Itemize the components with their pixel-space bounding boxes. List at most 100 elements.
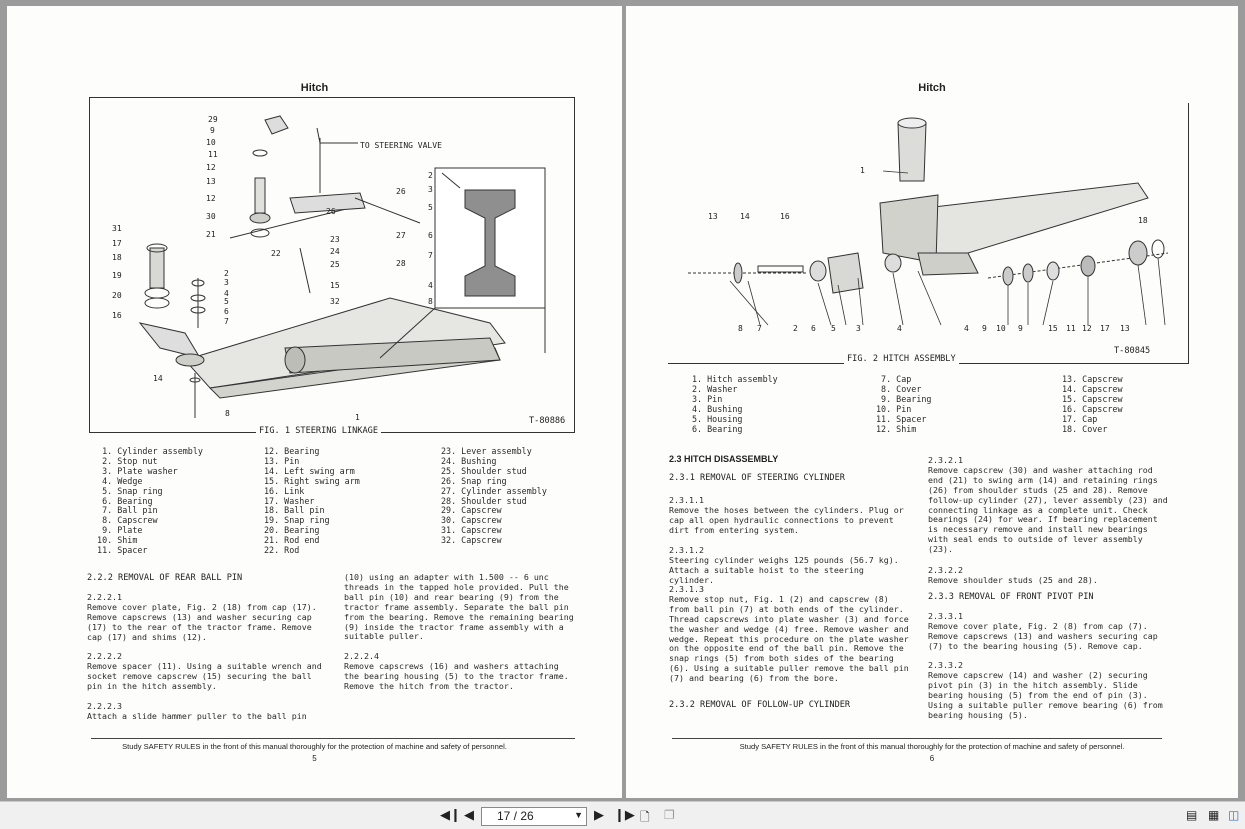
svg-text:18: 18 (1138, 216, 1148, 225)
paragraph-text: Remove capscrews (16) and washers attach… (344, 660, 569, 691)
svg-text:6: 6 (224, 307, 229, 316)
paragraph: 2.2.2.2 Remove spacer (11). Using a suit… (87, 651, 327, 692)
section-heading: 2.3 HITCH DISASSEMBLY (669, 454, 779, 464)
paragraph: 2.2.2.1 Remove cover plate, Fig. 2 (18) … (87, 592, 327, 643)
svg-text:27: 27 (396, 231, 406, 240)
footer-rule (91, 738, 575, 739)
rotate-page-icon[interactable]: 🗋 (640, 810, 650, 824)
paragraph: 2.3.1.2 Steering cylinder weighs 125 pou… (669, 545, 909, 586)
next-page-icon[interactable]: ▶ (594, 808, 604, 823)
svg-text:14: 14 (740, 212, 750, 221)
paragraph: 2.3.2.2 Remove shoulder studs (25 and 28… (928, 565, 1168, 586)
right-page: Hitch (626, 6, 1238, 798)
copy-page-icon[interactable]: ❐ (664, 808, 675, 822)
figure-code: T-80845 (1114, 346, 1151, 356)
two-page-view-icon[interactable]: ◫ (1228, 808, 1240, 822)
page-number-select[interactable]: 17 / 26 ▼ (481, 807, 587, 826)
figure-caption: FIG. 1 STEERING LINKAGE (256, 426, 381, 436)
paragraph: 2.3.2.1 Remove capscrew (30) and washer … (928, 455, 1168, 555)
legend-column-3: 23. Lever assembly 24. Bushing 25. Shoul… (441, 446, 547, 546)
svg-text:1: 1 (860, 166, 865, 175)
svg-text:6: 6 (428, 231, 433, 240)
svg-text:25: 25 (330, 260, 340, 269)
paragraph-text: Attach a slide hammer puller to the ball… (87, 710, 307, 721)
svg-text:15: 15 (1048, 324, 1058, 333)
previous-page-icon[interactable]: ◀ (464, 808, 474, 823)
last-page-icon[interactable]: ❙▶ (614, 808, 635, 823)
subsection-heading: 2.3.2 REMOVAL OF FOLLOW-UP CYLINDER (669, 700, 851, 710)
safety-footer: Study SAFETY RULES in the front of this … (122, 742, 507, 751)
svg-text:7: 7 (757, 324, 762, 333)
svg-text:3: 3 (224, 278, 229, 287)
subsection-heading: 2.3.3 REMOVAL OF FRONT PIVOT PIN (928, 592, 1094, 602)
paragraph-number: 2.2.2.2 (87, 651, 122, 661)
svg-text:32: 32 (330, 297, 340, 306)
paragraph: 2.3.1.1 Remove the hoses between the cyl… (669, 495, 909, 536)
page-header: Hitch (918, 82, 946, 94)
svg-text:2: 2 (793, 324, 798, 333)
viewer-toolbar: ◀❙ ◀ 17 / 26 ▼ ▶ ❙▶ 🗋 ❐ ▤ ▦ ◫ (0, 801, 1245, 829)
paragraph-text: Remove spacer (11). Using a suitable wre… (87, 660, 322, 691)
svg-text:28: 28 (396, 259, 406, 268)
svg-text:7: 7 (224, 317, 229, 326)
svg-text:16: 16 (780, 212, 790, 221)
svg-text:4: 4 (964, 324, 969, 333)
section-title: 2.2.2 REMOVAL OF REAR BALL PIN (87, 573, 243, 583)
svg-text:21: 21 (206, 230, 216, 239)
svg-text:4: 4 (428, 281, 433, 290)
paragraph: 2.2.2.3 Attach a slide hammer puller to … (87, 701, 327, 722)
paragraph-text: Remove capscrew (30) and washer attachin… (928, 464, 1168, 555)
first-page-icon[interactable]: ◀❙ (440, 808, 461, 823)
left-page: Hitch (7, 6, 622, 798)
svg-text:16: 16 (112, 311, 122, 320)
paragraph-number: 2.2.2.1 (87, 592, 122, 602)
svg-text:11: 11 (1066, 324, 1076, 333)
paragraph-continued: (10) using an adapter with 1.500 -- 6 un… (344, 572, 578, 642)
svg-text:TO STEERING VALVE: TO STEERING VALVE (360, 141, 442, 150)
svg-text:12: 12 (206, 194, 216, 203)
svg-text:5: 5 (428, 203, 433, 212)
figure-code: T-80886 (529, 416, 566, 426)
legend-column-2: 7. Cap 8. Cover 9. Bearing 10. Pin 11. S… (876, 374, 932, 434)
svg-text:19: 19 (112, 271, 122, 280)
svg-text:13: 13 (708, 212, 718, 221)
svg-text:24: 24 (330, 247, 340, 256)
paragraph-number: 2.2.2.3 (87, 701, 122, 711)
single-page-view-icon[interactable]: ▤ (1186, 808, 1198, 822)
paragraph-number: 2.3.1.3 (669, 584, 704, 594)
svg-text:29: 29 (208, 115, 218, 124)
svg-text:26: 26 (326, 207, 336, 216)
svg-text:13: 13 (1120, 324, 1130, 333)
page-header: Hitch (300, 82, 329, 94)
svg-text:8: 8 (428, 297, 433, 306)
paragraph-number: 2.3.1.2 (669, 545, 704, 555)
paragraph-text: Remove the hoses between the cylinders. … (669, 504, 904, 535)
page-number: 6 (929, 754, 935, 763)
svg-text:14: 14 (153, 374, 163, 383)
svg-text:20: 20 (112, 291, 122, 300)
svg-text:26: 26 (396, 187, 406, 196)
svg-text:8: 8 (225, 409, 230, 418)
paragraph-text: (10) using an adapter with 1.500 -- 6 un… (344, 572, 574, 642)
svg-text:3: 3 (428, 185, 433, 194)
paragraph-number: 2.3.3.1 (928, 611, 963, 621)
paragraph-number: 2.2.2.4 (344, 651, 379, 661)
legend-column-1: 1. Hitch assembly 2. Washer 3. Pin 4. Bu… (692, 374, 778, 434)
paragraph: 2.3.3.2 Remove capscrew (14) and washer … (928, 660, 1168, 720)
svg-text:4: 4 (897, 324, 902, 333)
chevron-down-icon: ▼ (574, 810, 583, 820)
svg-text:6: 6 (811, 324, 816, 333)
legend-column-1: 1. Cylinder assembly 2. Stop nut 3. Plat… (97, 446, 203, 556)
subsection-heading: 2.3.1 REMOVAL OF STEERING CYLINDER (669, 473, 845, 483)
continuous-view-icon[interactable]: ▦ (1208, 808, 1220, 822)
svg-text:22: 22 (271, 249, 281, 258)
paragraph-number: 2.3.2.1 (928, 455, 963, 465)
svg-text:10: 10 (996, 324, 1006, 333)
page-number: 5 (312, 754, 317, 763)
figure-caption: FIG. 2 HITCH ASSEMBLY (844, 354, 959, 364)
svg-text:18: 18 (112, 253, 122, 262)
svg-text:9: 9 (982, 324, 987, 333)
paragraph-text: Remove stop nut, Fig. 1 (2) and capscrew… (669, 593, 909, 684)
